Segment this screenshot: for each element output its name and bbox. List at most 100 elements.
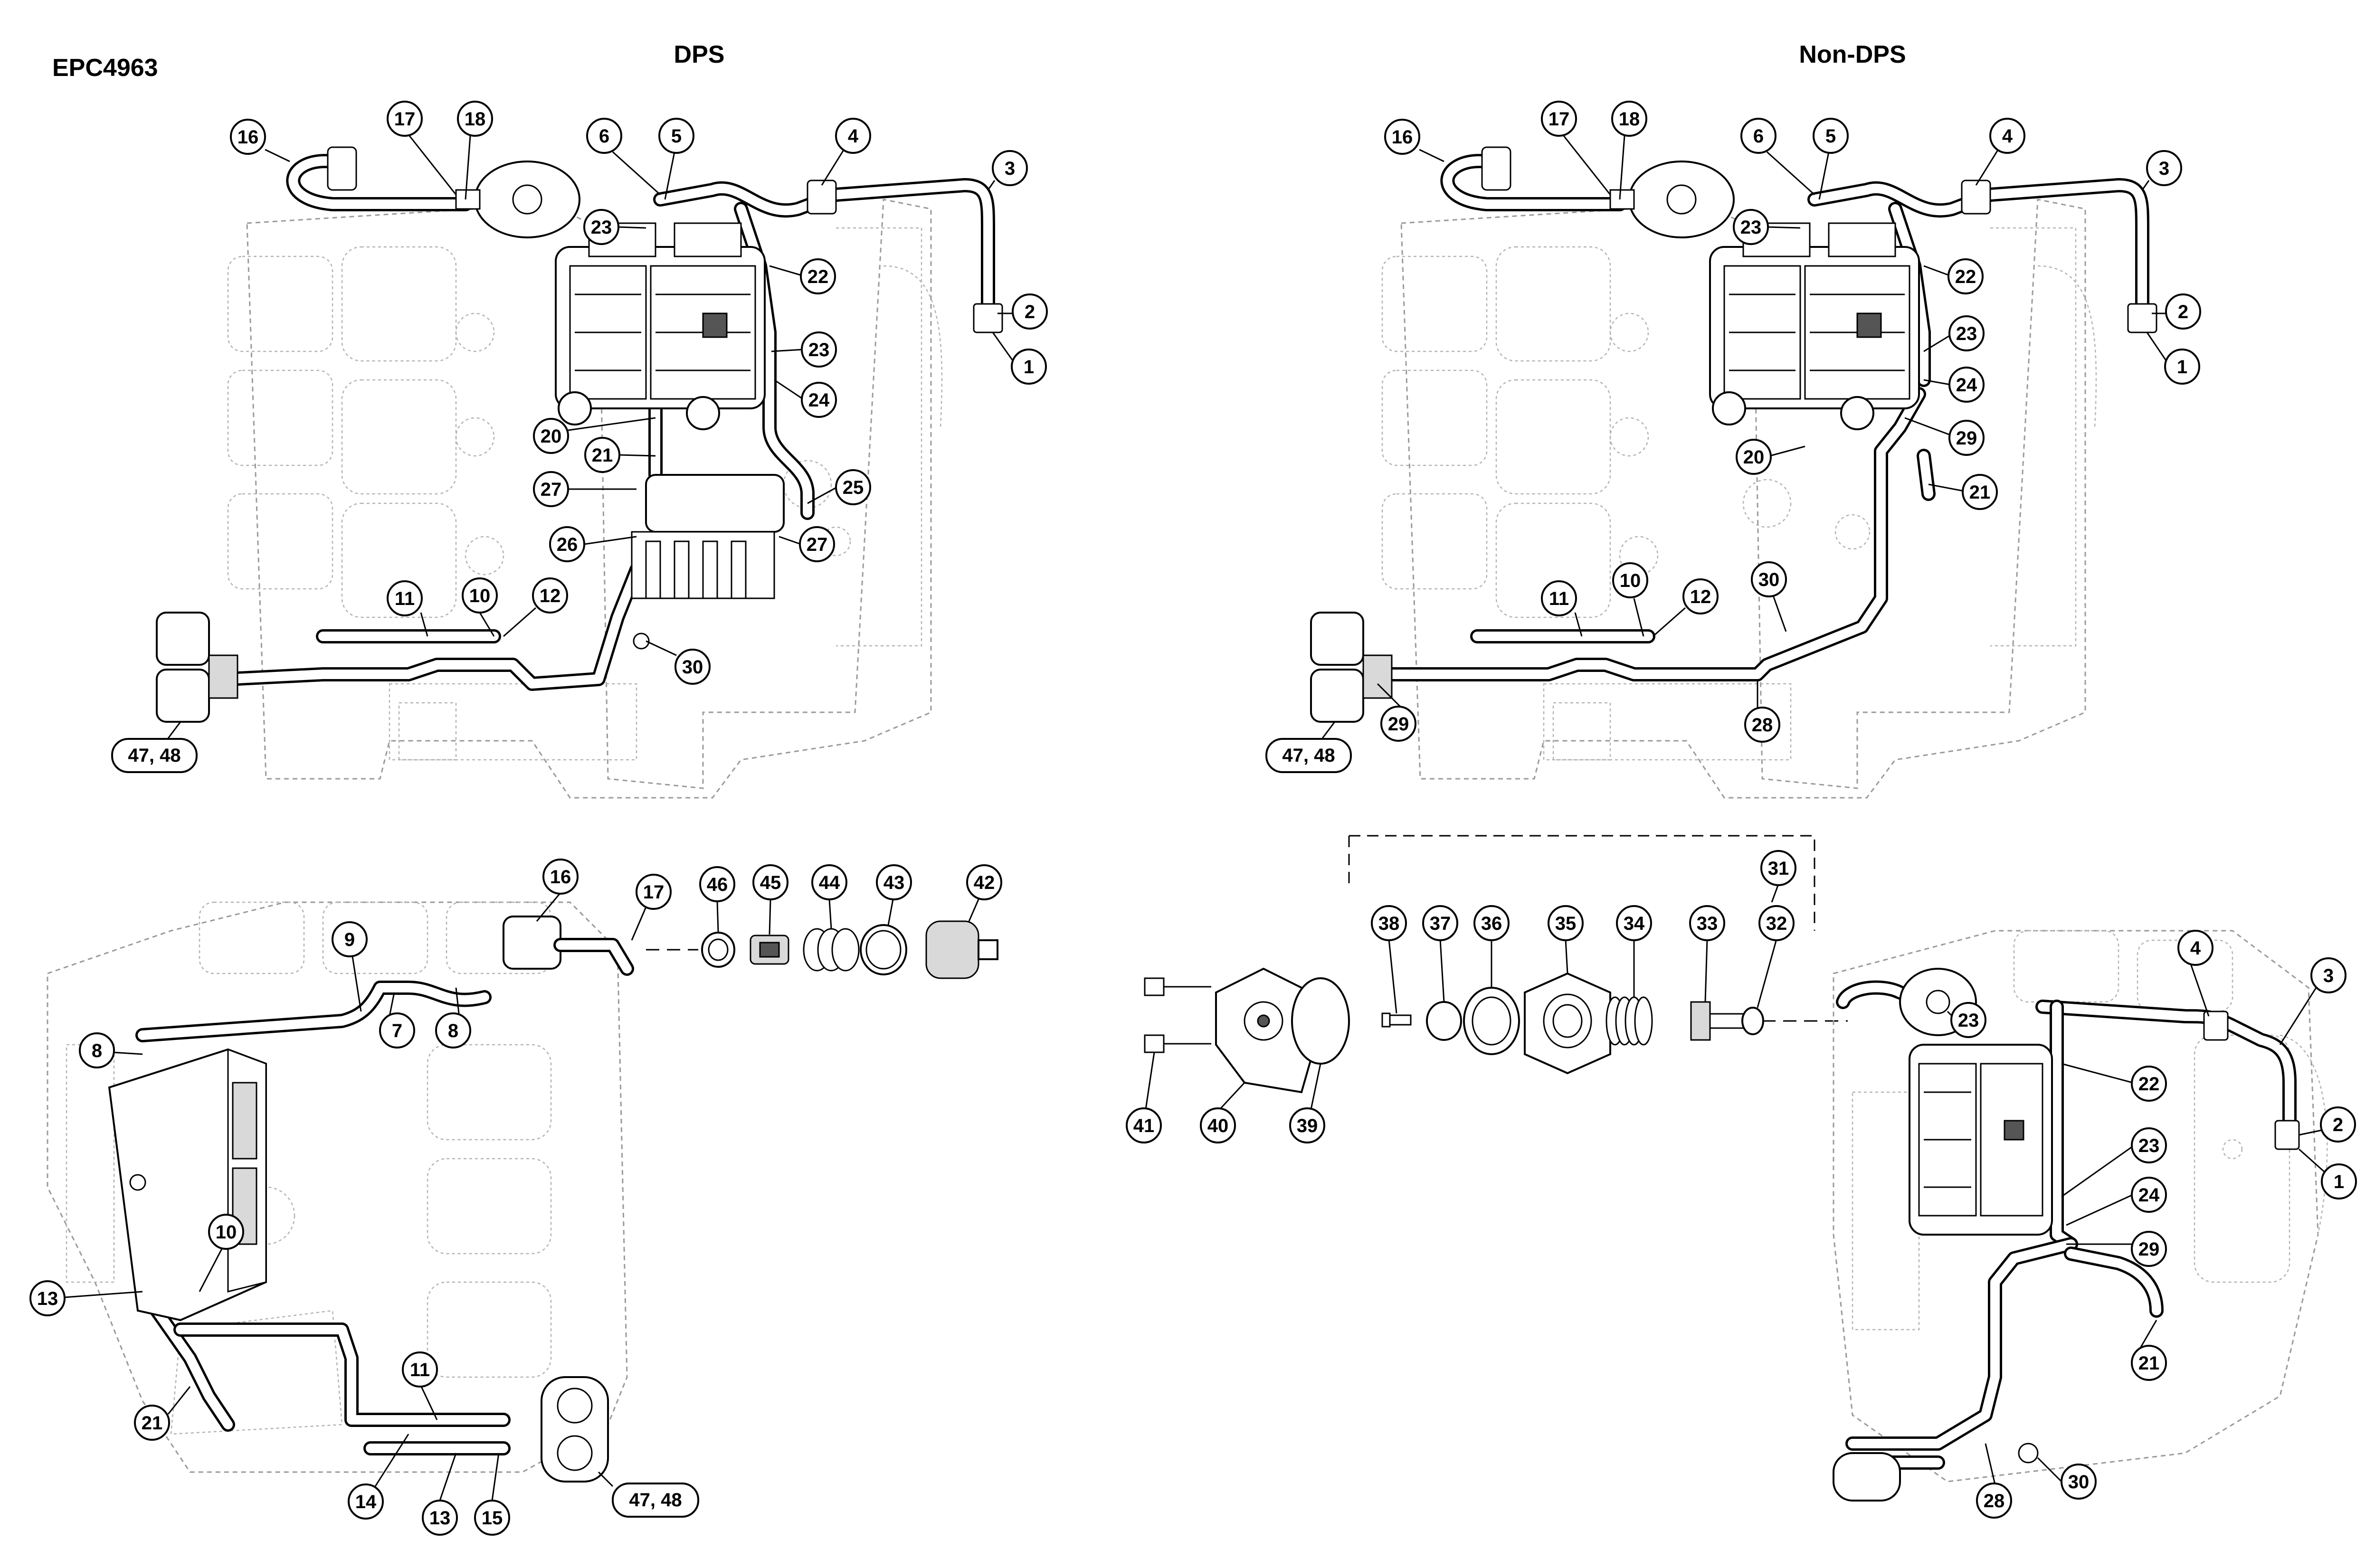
engine-outline (1381, 198, 2097, 799)
callout-label: 3 (2323, 965, 2334, 986)
callout-label: 2 (1025, 302, 1035, 322)
callout-label: 32 (1766, 913, 1787, 934)
diagram-id: EPC4963 (52, 54, 158, 82)
callout-label: 29 (1388, 714, 1409, 735)
non-dps-side-callouts: 4 3 23 22 2 1 23 24 29 21 28 30 (1947, 930, 2357, 1519)
engine-outline (47, 901, 628, 1473)
callout-label: 39 (1297, 1115, 1318, 1136)
fuel-inlet-fitting (1961, 179, 2157, 333)
callout-label: 17 (394, 109, 416, 130)
water-fitting (327, 146, 357, 191)
callout-label: 4 (2002, 126, 2013, 147)
callout-label: 23 (1958, 1010, 1979, 1031)
callout-label: 23 (591, 217, 612, 238)
cowl-fitting (1833, 1443, 2039, 1502)
callout-label: 8 (92, 1040, 102, 1061)
callout-label: 18 (465, 109, 486, 130)
engine-outline (227, 198, 943, 799)
callout-label: 34 (1624, 913, 1645, 934)
regulator-exploded-view (1144, 835, 1848, 1094)
callout-label: 18 (1619, 109, 1640, 130)
callout-label: 4 (2190, 938, 2201, 959)
water-fitting (1481, 146, 1511, 191)
callout-label: 16 (238, 127, 259, 148)
callout-label: 1 (1024, 357, 1034, 378)
callout-label: 28 (1984, 1491, 2005, 1511)
callout-label: 27 (541, 479, 562, 500)
callout-label: 13 (37, 1288, 58, 1309)
callout-label: 42 (974, 872, 995, 893)
non-dps-exploded-callouts: 31 38 37 36 35 34 33 32 41 40 39 (1126, 850, 1796, 1143)
callout-label: 44 (819, 872, 840, 893)
callout-label: 21 (592, 445, 613, 466)
fuel-filter-assembly (555, 222, 766, 430)
callout-label: 8 (448, 1020, 458, 1041)
fuel-filter-assembly (1709, 222, 1920, 430)
callout-label: 23 (808, 340, 830, 360)
callout-label: 28 (1752, 715, 1773, 736)
fuel-cooler-module (108, 1048, 267, 1322)
callout-label: 47, 48 (128, 745, 180, 766)
callout-label: 20 (541, 426, 562, 447)
callout-label: 29 (2138, 1239, 2160, 1260)
callout-label: 24 (1956, 375, 1977, 396)
callout-label: 1 (2177, 357, 2187, 378)
spring (1606, 996, 1653, 1046)
callout-label: 30 (682, 657, 703, 678)
callout-label: 35 (1555, 913, 1577, 934)
callout-label: 25 (843, 477, 864, 498)
callout-label: 6 (599, 126, 609, 147)
non-dps-top-callouts: 16 17 18 6 5 4 3 23 22 2 1 23 24 29 20 2… (1265, 101, 2201, 773)
callout-label: 10 (216, 1222, 237, 1243)
callout-label: 47, 48 (1282, 745, 1335, 766)
fuel-hoses (1375, 154, 2149, 681)
regulator-housing (1524, 972, 1611, 1075)
callout-label: 40 (1207, 1115, 1229, 1136)
fuel-filter-assembly (1909, 1044, 2053, 1236)
cowl-fitting (156, 612, 238, 723)
o-ring (1291, 977, 1350, 1065)
callout-label: 7 (392, 1020, 402, 1041)
washer (1741, 1007, 1764, 1035)
callout-label: 21 (1969, 482, 1991, 503)
callout-label: 10 (1620, 570, 1641, 591)
callout-label: 3 (1005, 158, 1015, 179)
dps-side-view (47, 901, 998, 1483)
callout-label: 16 (550, 867, 571, 888)
fuel-inlet-fitting (2203, 1011, 2300, 1150)
water-strainer-fitting (503, 916, 698, 976)
callout-label: 21 (142, 1413, 163, 1434)
view-title-dps: DPS (674, 41, 725, 68)
callout-label: 30 (1758, 569, 1780, 590)
callout-label: 23 (1740, 217, 1762, 238)
callout-label: 24 (808, 390, 830, 411)
callout-label: 6 (1753, 126, 1764, 147)
callout-label: 45 (760, 872, 781, 893)
view-title-non-dps: Non-DPS (1799, 41, 1906, 68)
screw (1381, 1012, 1412, 1028)
pressure-regulator (455, 161, 580, 238)
callout-label: 14 (355, 1492, 377, 1512)
dps-top-view (156, 146, 1003, 799)
callout-label: 22 (2138, 1074, 2160, 1095)
callout-label: 1 (2334, 1171, 2344, 1192)
dps-side-callouts: 16 17 46 45 44 43 42 9 8 7 8 10 13 21 11… (29, 859, 1002, 1536)
callout-label: 12 (1690, 586, 1711, 607)
pressure-regulator (1609, 161, 1735, 238)
callout-label: 46 (707, 874, 728, 895)
callout-label: 12 (540, 586, 561, 606)
callout-label: 37 (1430, 913, 1451, 934)
fuel-inlet-fitting (807, 179, 1003, 333)
callout-label: 5 (671, 126, 682, 147)
fuel-hoses (221, 154, 995, 691)
dps-top-callouts: 16 17 18 6 5 4 3 23 22 2 1 23 24 20 21 2… (111, 101, 1048, 773)
callout-label: 36 (1481, 913, 1502, 934)
cowl-fitting (1310, 612, 1393, 723)
callout-label: 47, 48 (629, 1490, 682, 1511)
callout-label: 24 (2138, 1185, 2160, 1206)
callout-label: 5 (1825, 126, 1836, 147)
callout-label: 43 (884, 872, 905, 893)
bolt (1144, 977, 1211, 1053)
callout-label: 38 (1378, 913, 1400, 934)
